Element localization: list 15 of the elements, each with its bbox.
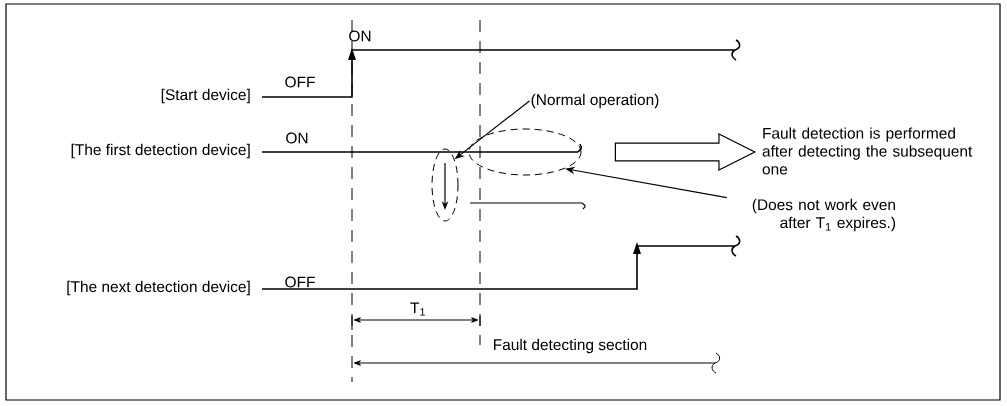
annotation-text: (Does not work even after T$_{1}$ expires.) (752, 198, 896, 232)
annotation-text: Fault detection is performed after detecting the subsequent one (762, 127, 973, 175)
signal-label: ON (286, 132, 308, 144)
signal-label: Fault detecting section (494, 338, 647, 354)
dashed-ellipse (468, 128, 582, 176)
dashed-ellipse (431, 148, 459, 222)
block-arrow (614, 133, 757, 171)
signal-label: [The next detection device] (67, 280, 250, 296)
signal-label: [The first detection device] (71, 143, 250, 159)
signal-label: ON (349, 30, 371, 42)
signal-label: T$_{1}$ (410, 302, 425, 316)
signal-label: [Start device] (161, 88, 250, 104)
annotation-text: (Normal operation) (531, 93, 659, 109)
signal-label: OFF (285, 276, 315, 288)
signal-label: OFF (285, 76, 315, 88)
